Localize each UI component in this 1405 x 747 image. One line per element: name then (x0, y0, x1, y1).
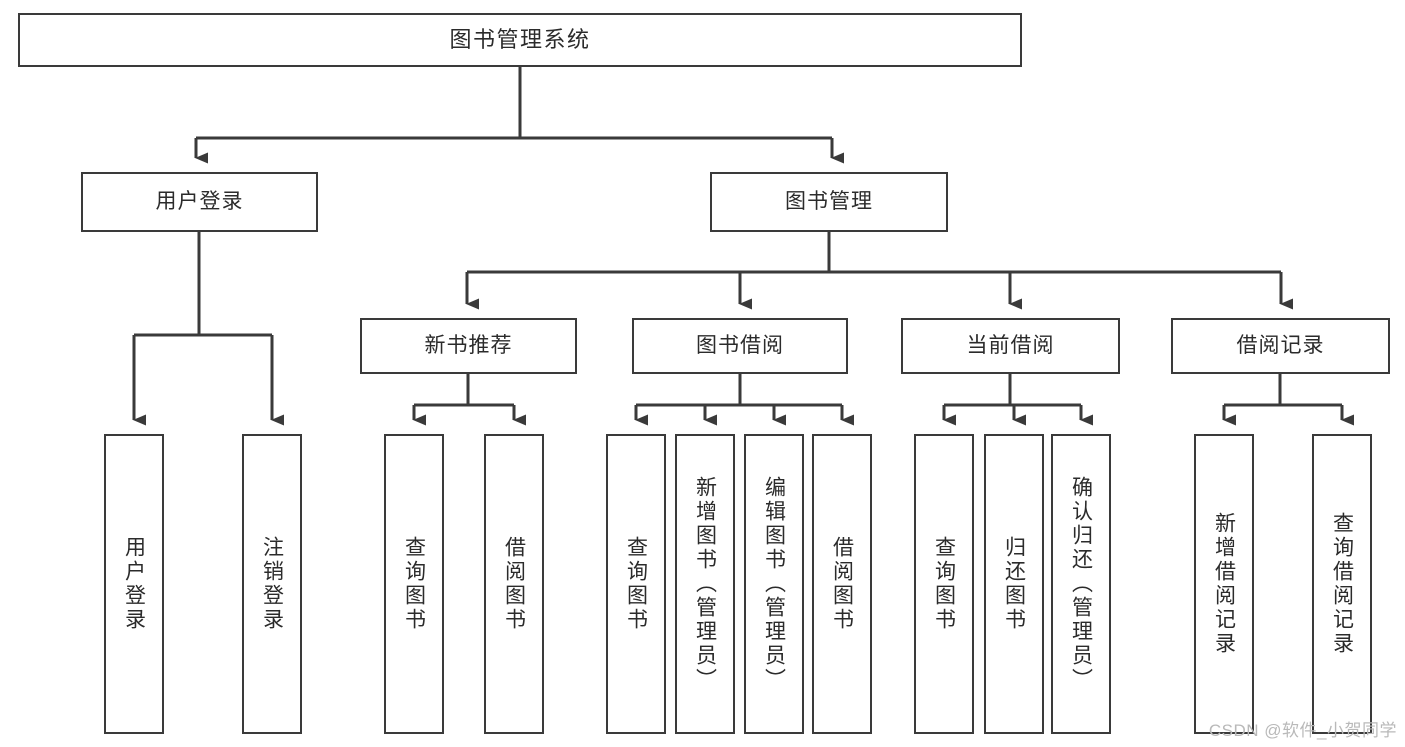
leaf-add-borrow-record[interactable]: 新增借阅记录 (1194, 434, 1254, 734)
node-label: 借阅图书 (502, 536, 526, 632)
node-label: 借阅记录 (1236, 333, 1325, 357)
node-label: 新增借阅记录 (1212, 512, 1236, 656)
leaf-logout[interactable]: 注销登录 (242, 434, 302, 734)
node-label: 新书推荐 (424, 333, 513, 357)
node-label: 编辑图书（管理员） (762, 476, 786, 692)
node-book-borrow[interactable]: 图书借阅 (632, 318, 848, 374)
node-root-library-system[interactable]: 图书管理系统 (18, 13, 1022, 67)
node-book-management[interactable]: 图书管理 (710, 172, 948, 232)
node-new-book-recommend[interactable]: 新书推荐 (360, 318, 577, 374)
node-label: 注销登录 (260, 536, 284, 632)
node-label: 用户登录 (155, 189, 244, 213)
leaf-borrow-book-new[interactable]: 借阅图书 (484, 434, 544, 734)
node-label: 查询图书 (624, 536, 648, 632)
node-label: 借阅图书 (830, 536, 854, 632)
leaf-return-book[interactable]: 归还图书 (984, 434, 1044, 734)
leaf-user-login[interactable]: 用户登录 (104, 434, 164, 734)
node-label: 当前借阅 (966, 333, 1055, 357)
leaf-query-book-new[interactable]: 查询图书 (384, 434, 444, 734)
node-user-login[interactable]: 用户登录 (81, 172, 318, 232)
leaf-borrow-book[interactable]: 借阅图书 (812, 434, 872, 734)
node-label: 归还图书 (1002, 536, 1026, 632)
node-current-borrow[interactable]: 当前借阅 (901, 318, 1120, 374)
leaf-query-book-borrow[interactable]: 查询图书 (606, 434, 666, 734)
leaf-query-book-current[interactable]: 查询图书 (914, 434, 974, 734)
node-label: 用户登录 (122, 536, 146, 632)
leaf-confirm-return-admin[interactable]: 确认归还（管理员） (1051, 434, 1111, 734)
leaf-add-book-admin[interactable]: 新增图书（管理员） (675, 434, 735, 734)
node-borrow-record[interactable]: 借阅记录 (1171, 318, 1390, 374)
node-label: 查询借阅记录 (1330, 512, 1354, 656)
node-label: 新增图书（管理员） (693, 476, 717, 692)
node-label: 确认归还（管理员） (1069, 476, 1093, 692)
node-label: 图书借阅 (696, 333, 784, 357)
leaf-edit-book-admin[interactable]: 编辑图书（管理员） (744, 434, 804, 734)
node-label: 图书管理 (785, 189, 873, 213)
node-label: 图书管理系统 (449, 27, 591, 53)
node-label: 查询图书 (402, 536, 426, 632)
node-label: 查询图书 (932, 536, 956, 632)
leaf-query-borrow-record[interactable]: 查询借阅记录 (1312, 434, 1372, 734)
